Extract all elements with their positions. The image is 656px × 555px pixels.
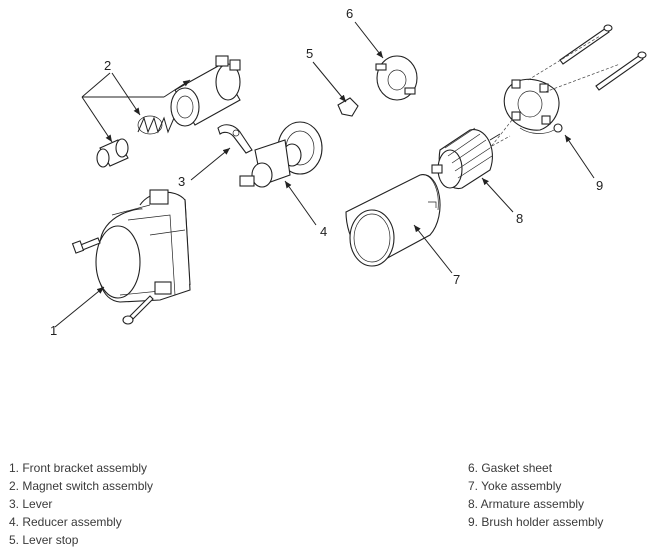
legend-item-4: 4. Reducer assembly xyxy=(9,515,122,529)
legend-right-column: 6. Gasket sheet 7. Yoke assembly 8. Arma… xyxy=(468,459,603,531)
legend-item-5: 5. Lever stop xyxy=(9,533,79,547)
legend-item-6: 6. Gasket sheet xyxy=(468,461,553,475)
bolt-bottom xyxy=(122,295,154,325)
lever-stop xyxy=(337,97,359,117)
callout-5: 5 xyxy=(306,46,313,61)
callout-7: 7 xyxy=(453,272,460,287)
legend-item-9: 9. Brush holder assembly xyxy=(468,515,604,529)
lever xyxy=(217,124,253,154)
callout-9: 9 xyxy=(596,178,603,193)
callout-1: 1 xyxy=(50,323,57,338)
front-bracket-assembly xyxy=(95,189,191,303)
armature-assembly xyxy=(431,127,501,189)
legend-item-8: 8. Armature assembly xyxy=(468,497,585,511)
callout-4: 4 xyxy=(320,224,327,239)
plunger xyxy=(96,138,129,168)
starter-exploded-diagram: 1 2 3 4 5 6 7 8 9 xyxy=(50,6,647,338)
alignment-lines xyxy=(489,35,621,149)
callout-numbers: 1 2 3 4 5 6 7 8 9 xyxy=(50,6,603,338)
legend-item-3: 3. Lever xyxy=(9,497,53,511)
legend-left-column: 1. Front bracket assembly 2. Magnet swit… xyxy=(9,459,153,549)
through-bolt-lower xyxy=(595,51,647,91)
callout-3: 3 xyxy=(178,174,185,189)
callout-8: 8 xyxy=(516,211,523,226)
callout-6: 6 xyxy=(346,6,353,21)
gasket-sheet xyxy=(375,55,418,101)
brush-holder-assembly xyxy=(503,78,563,134)
legend-item-7: 7. Yoke assembly xyxy=(468,479,562,493)
yoke-assembly xyxy=(345,174,441,267)
callout-2: 2 xyxy=(104,58,111,73)
through-bolt-upper xyxy=(559,24,613,65)
bolt-top-left xyxy=(71,237,101,254)
legend-item-2: 2. Magnet switch assembly xyxy=(9,479,154,493)
plunger-spring xyxy=(137,115,175,135)
leader-lines xyxy=(54,21,595,328)
reducer-assembly xyxy=(239,121,323,188)
magnet-switch-assembly xyxy=(170,55,241,127)
legend-item-1: 1. Front bracket assembly xyxy=(9,461,148,475)
